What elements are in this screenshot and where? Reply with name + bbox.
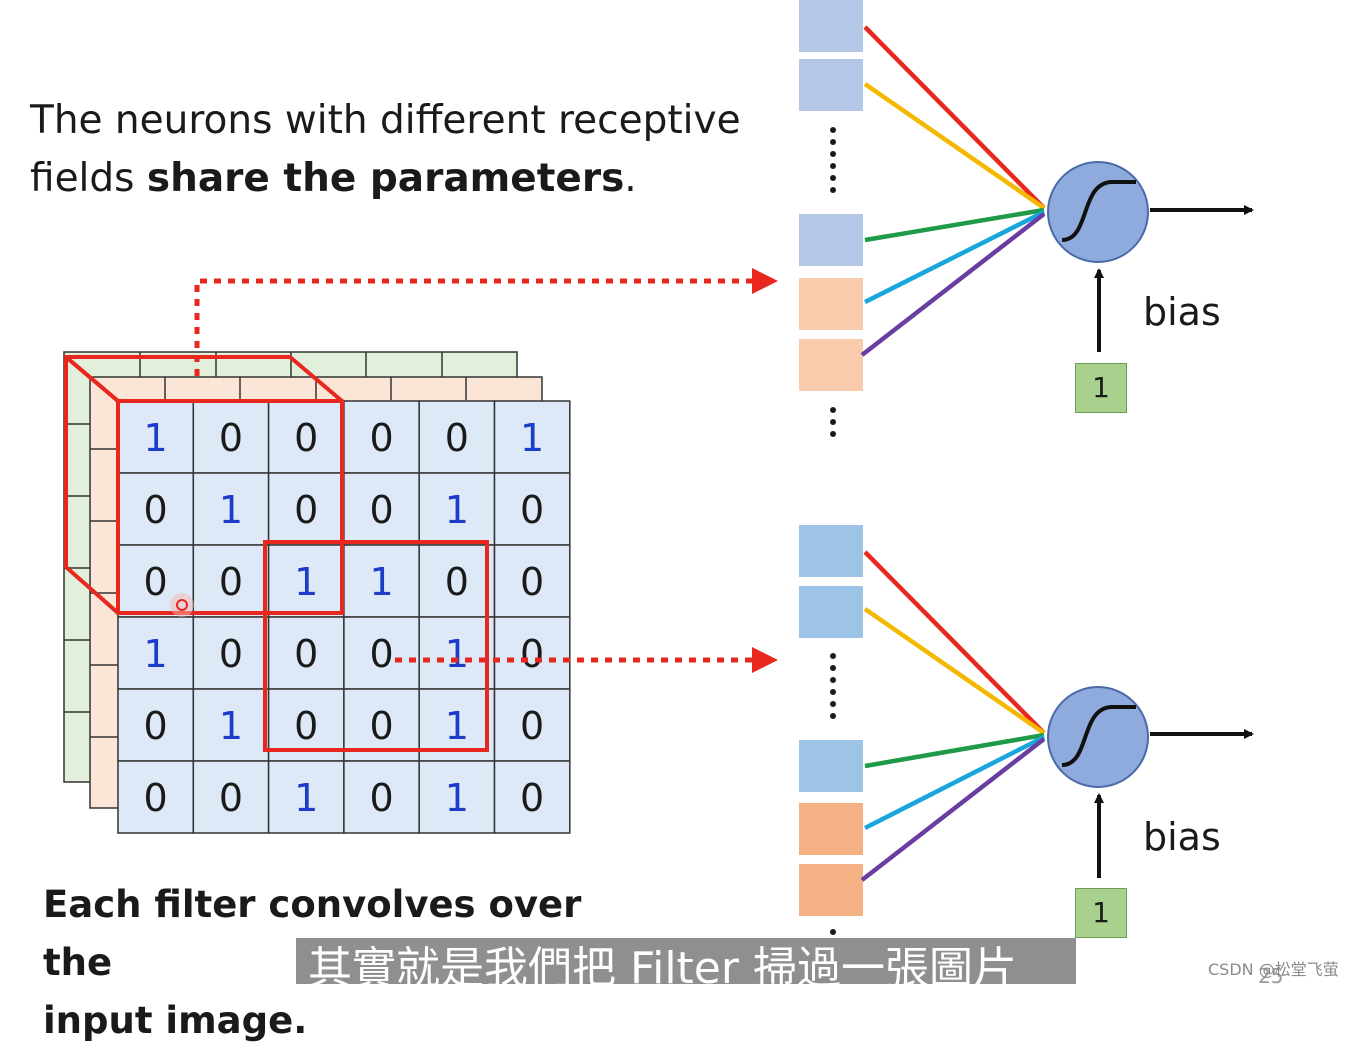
- grid-cell: [117, 400, 195, 474]
- grid-cell: [192, 688, 270, 762]
- grid-cell-value: 0: [144, 488, 168, 532]
- grid-cell-value: 1: [219, 488, 243, 532]
- grid-cell-value: 1: [520, 416, 544, 460]
- top-caption-line2-prefix: fields: [30, 156, 147, 201]
- grid-cell-value: 0: [144, 704, 168, 748]
- grid-cell-value: 0: [294, 488, 318, 532]
- video-subtitle-text: 其實就是我們把 Filter 掃過一張圖片: [308, 943, 1017, 985]
- convolution-diagram: 1 0 0 0 0 1 0 1 0 0 1 0 0 0 1 1 0 0 1 0 0 0 1 0 0 1 0 0 1 0 0 0 1 0 1 0: [63, 0, 1254, 947]
- grid-cell-value: 0: [369, 704, 393, 748]
- top-caption: The neurons with different receptive fie…: [30, 92, 770, 208]
- grid-cell-value: 0: [520, 632, 544, 676]
- grid-cell-value: 0: [445, 560, 469, 604]
- grid-cell: [117, 688, 195, 762]
- grid-cell-value: 0: [520, 704, 544, 748]
- grid-cell-value: 0: [520, 488, 544, 532]
- grid-cell-value: 0: [294, 704, 318, 748]
- bias-input-top: 1: [1075, 363, 1127, 413]
- grid-cell-value: 0: [219, 632, 243, 676]
- cursor-dot: [170, 593, 194, 617]
- neuron-bottom: [1047, 686, 1254, 878]
- grid-cell-value: 1: [144, 416, 168, 460]
- grid-cell-value: 0: [520, 776, 544, 820]
- grid-cell-value: 0: [369, 632, 393, 676]
- grid-cell: [117, 760, 195, 834]
- video-subtitle: 其實就是我們把 Filter 掃過一張圖片: [296, 938, 1076, 984]
- top-caption-bold: share the parameters: [146, 156, 625, 201]
- grid-cell-value: 0: [219, 416, 243, 460]
- grid-cell: [418, 400, 496, 474]
- grid-cell-value: 1: [294, 560, 318, 604]
- receptive-field-2: [263, 540, 489, 752]
- grid-cell: [493, 472, 571, 546]
- grid-cell: [493, 616, 571, 690]
- bias-input-bottom: 1: [1075, 888, 1127, 938]
- grid-cell-value: 1: [219, 704, 243, 748]
- neuron-bottom-weights: [860, 550, 1046, 882]
- field-arrow-2: [395, 647, 778, 673]
- neuron-bottom-inputs: [799, 525, 863, 947]
- field-arrow-1: [194, 268, 778, 376]
- receptive-field-1: [64, 355, 344, 615]
- neuron-top: [1047, 161, 1254, 352]
- grid-cell-value: 1: [369, 560, 393, 604]
- grid-cell-value: 0: [369, 488, 393, 532]
- grid-cell-value: 1: [445, 776, 469, 820]
- grid-cell-value: 1: [144, 632, 168, 676]
- image-grid: 1 0 0 0 0 1 0 1 0 0 1 0 0 0 1 1 0 0 1 0 0 0 1 0 0 1 0 0 1 0 0 0 1 0 1 0: [117, 400, 571, 834]
- grid-cell-value: 0: [144, 560, 168, 604]
- bottom-caption-line2: input image.: [43, 999, 308, 1042]
- grid-cell: [418, 760, 496, 834]
- grid-cell: [192, 760, 270, 834]
- top-caption-line2-suffix: .: [624, 156, 637, 201]
- grid-cell-value: 0: [445, 416, 469, 460]
- bottom-caption-line1: Each filter convolves over the: [43, 883, 582, 984]
- grid-cell-value: 1: [445, 488, 469, 532]
- grid-cell-value: 0: [294, 632, 318, 676]
- grid-cell-value: 0: [219, 560, 243, 604]
- grid-cell-value: 0: [144, 776, 168, 820]
- bias-label-top: bias: [1143, 290, 1221, 334]
- grid-cell-value: 0: [294, 416, 318, 460]
- grid-cell: [418, 472, 496, 546]
- top-caption-line1: The neurons with different receptive: [30, 98, 741, 143]
- neuron-top-weights: [860, 25, 1046, 357]
- grid-cell-value: 1: [445, 632, 469, 676]
- grid-cell: [493, 400, 571, 474]
- grid-cell: [343, 760, 420, 834]
- grid-cell-value: 0: [369, 416, 393, 460]
- grid-cell-value: 0: [369, 776, 393, 820]
- grid-cell-value: 1: [294, 776, 318, 820]
- grid-cell: [192, 544, 270, 618]
- ellipsis-dots: [830, 127, 836, 437]
- watermark: CSDN @松堂飞萤: [1208, 960, 1339, 979]
- neuron-top-inputs: [799, 0, 863, 437]
- grid-cell-value: 0: [219, 776, 243, 820]
- bias-label-bottom: bias: [1143, 815, 1221, 859]
- grid-cell-value: 0: [520, 560, 544, 604]
- grid-cell: [493, 760, 571, 834]
- grid-cell-value: 1: [445, 704, 469, 748]
